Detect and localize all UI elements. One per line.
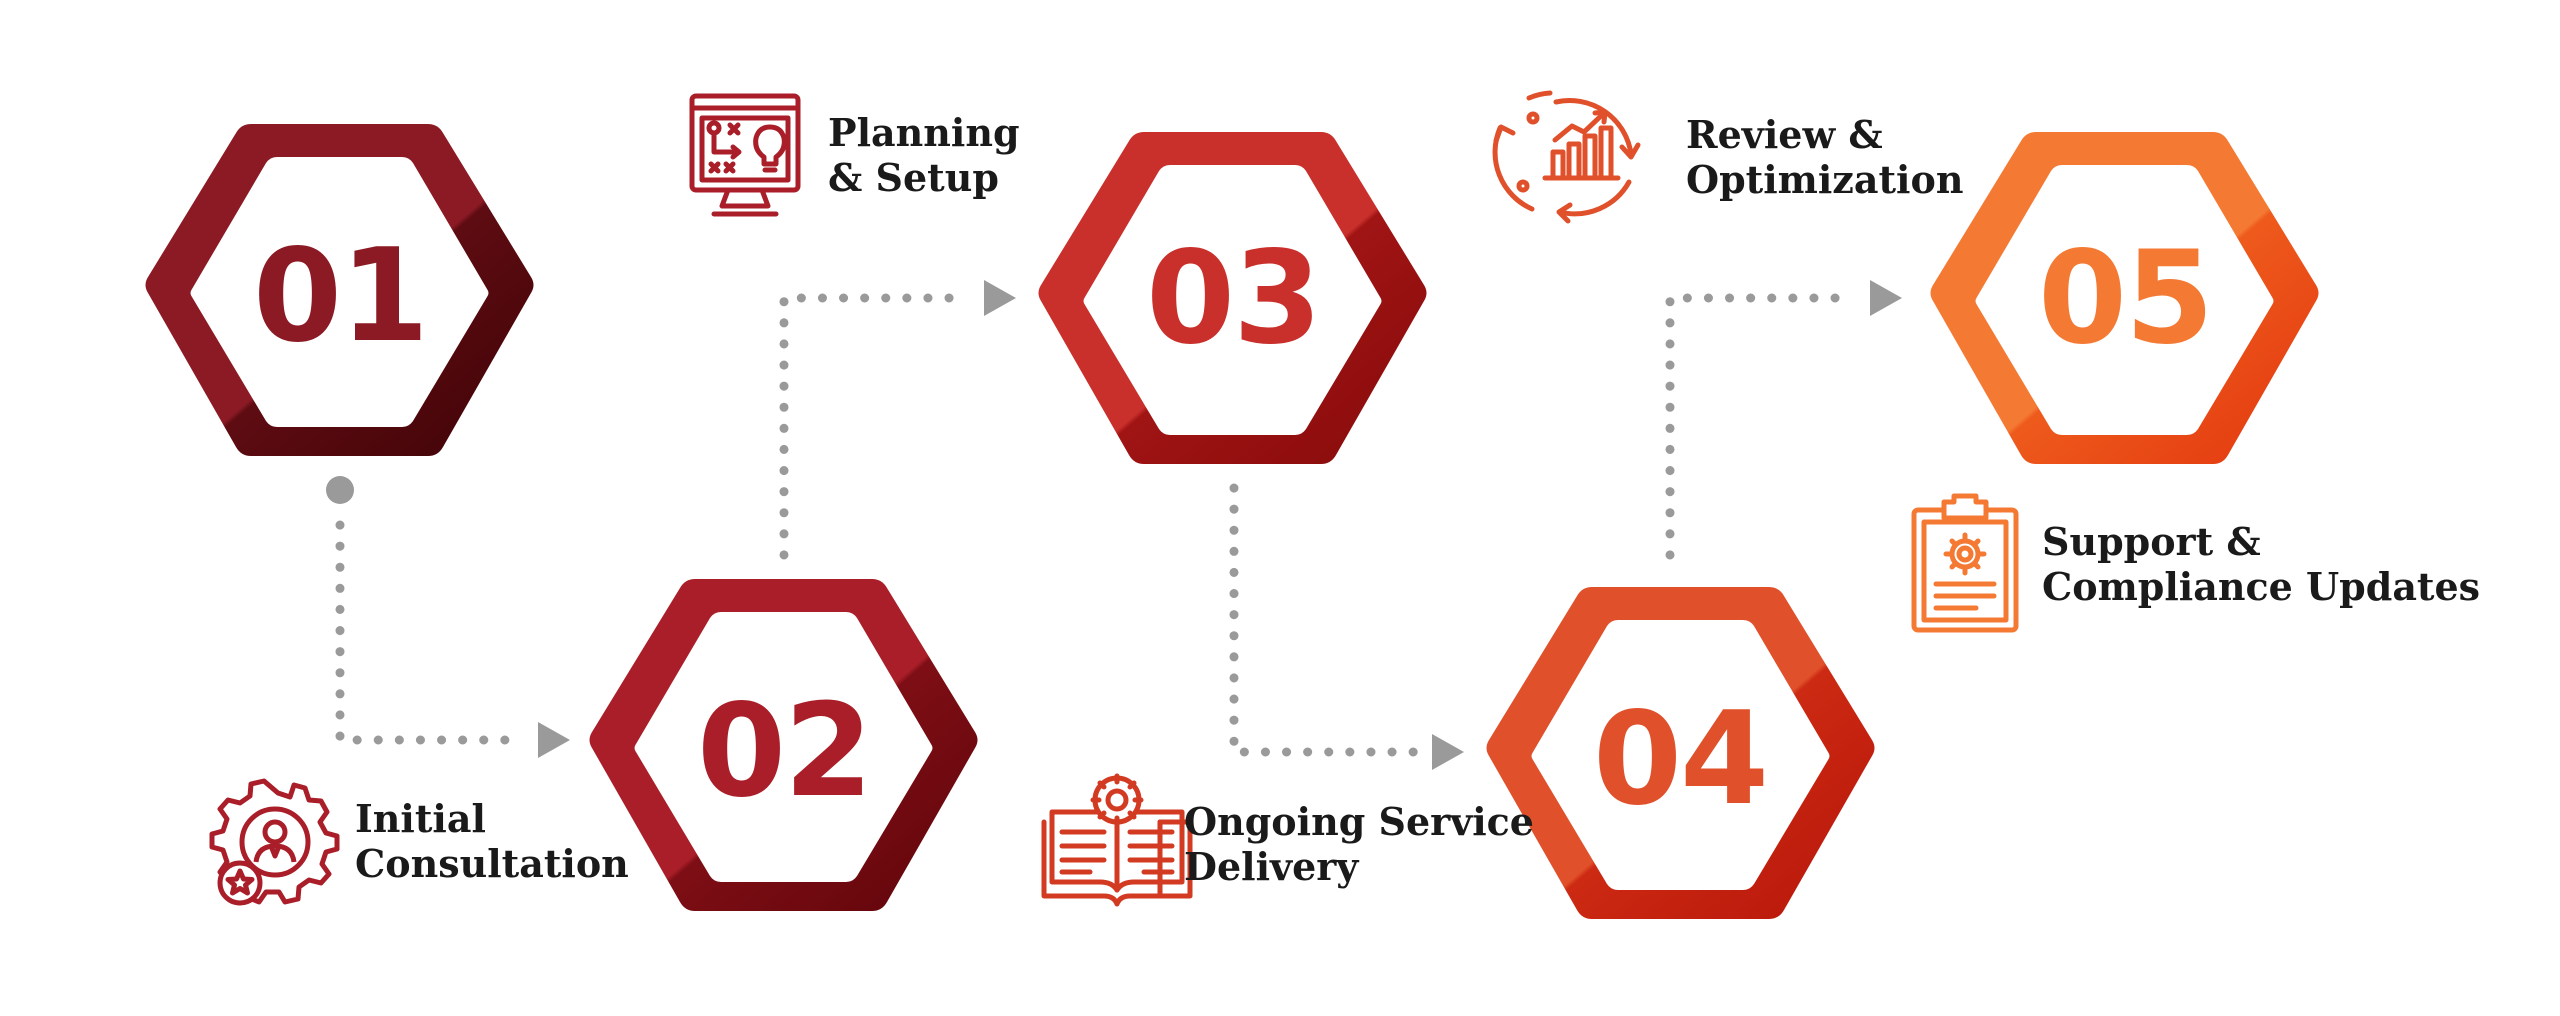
step-05-title-line2: Compliance Updates: [2042, 564, 2480, 609]
connector-3-4-arrow: [1432, 734, 1464, 770]
review-chart-cycle-icon: [1492, 90, 1641, 224]
step-03-label: Ongoing Service Delivery: [1184, 799, 1547, 889]
connector-start-dot: [326, 476, 354, 504]
service-book-gear-icon: [1041, 773, 1193, 907]
step-05-title-line1: Support &: [2042, 519, 2261, 564]
step-01-title-line1: Initial: [355, 796, 486, 841]
step-01-hexagon: 01: [145, 124, 534, 456]
step-03-title-line1: Ongoing Service: [1184, 799, 1534, 844]
connector-2-3: [779, 293, 973, 560]
connector-4-5-arrow: [1870, 280, 1902, 316]
connector-4-5: [1665, 293, 1861, 560]
step-05-number: 05: [2038, 224, 2212, 373]
step-04-title-line2: Optimization: [1686, 157, 1963, 202]
step-04-title-line1: Review &: [1686, 112, 1883, 157]
step-04-hexagon: 04: [1486, 587, 1875, 919]
support-clipboard-gear-icon: [1911, 493, 2019, 633]
step-05-label: Support & Compliance Updates: [2042, 519, 2480, 609]
connector-2-3-arrow: [984, 280, 1016, 316]
step-01-number: 01: [253, 222, 427, 371]
step-03-number: 03: [1146, 224, 1320, 373]
step-02-label: Planning & Setup: [828, 110, 1033, 200]
connector-1-2-arrow: [538, 722, 570, 758]
step-03-title-line2: Delivery: [1184, 844, 1359, 889]
step-03-hexagon: 03: [1038, 132, 1427, 464]
step-02-title-line1: Planning: [828, 110, 1020, 155]
step-04-label: Review & Optimization: [1686, 112, 1963, 202]
planning-monitor-icon: [689, 93, 801, 217]
step-02-number: 02: [697, 677, 871, 826]
step-01-label: Initial Consultation: [355, 796, 629, 886]
connector-1-2: [335, 520, 530, 745]
consultation-gear-person-icon: [209, 778, 340, 906]
step-01-title-line2: Consultation: [355, 841, 629, 886]
step-02-title-line2: & Setup: [828, 155, 999, 200]
step-02-hexagon: 02: [589, 579, 978, 911]
step-05-hexagon: 05: [1930, 132, 2319, 464]
connector-3-4: [1229, 483, 1423, 757]
step-04-number: 04: [1593, 685, 1767, 834]
